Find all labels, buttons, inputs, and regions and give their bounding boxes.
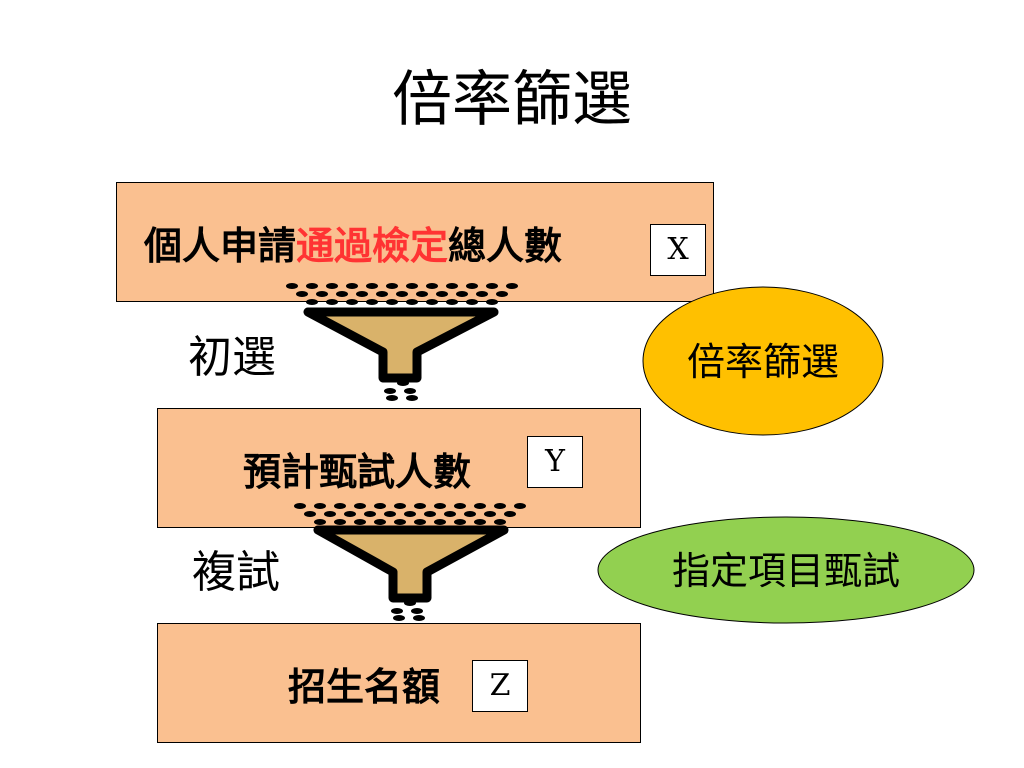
var-x-box: X <box>650 224 706 276</box>
enrollment-quota-box <box>157 623 641 743</box>
planned-interview-label: 預計甄試人數 <box>243 450 472 494</box>
var-y-box: Y <box>527 436 583 488</box>
ellipse-designated-test-label: 指定項目甄試 <box>671 549 900 593</box>
dots-top-1 <box>286 283 518 305</box>
total-applicants-box <box>116 182 714 302</box>
dots-bottom-1 <box>384 380 418 401</box>
ellipse-ratio-screening-label: 倍率篩選 <box>686 340 839 384</box>
step-reexam-label: 複試 <box>192 547 280 598</box>
ellipse-ratio-screening <box>642 286 884 436</box>
enrollment-quota-label: 招生名額 <box>288 665 441 709</box>
label-part-b-highlight: 通過檢定 <box>296 224 449 268</box>
dots-bottom-2 <box>391 600 425 621</box>
label-part-c: 總人數 <box>448 224 563 268</box>
total-applicants-label: 個人申請通過檢定總人數 <box>144 222 562 270</box>
ellipse-designated-test <box>597 516 975 624</box>
var-z-box: Z <box>472 660 528 712</box>
page-title: 倍率篩選 <box>392 65 632 135</box>
label-part-a: 個人申請 <box>144 224 297 268</box>
dots-top-2 <box>294 503 526 525</box>
step-preliminary-label: 初選 <box>188 332 276 383</box>
funnel-1 <box>303 307 499 383</box>
funnel-2 <box>313 525 509 603</box>
